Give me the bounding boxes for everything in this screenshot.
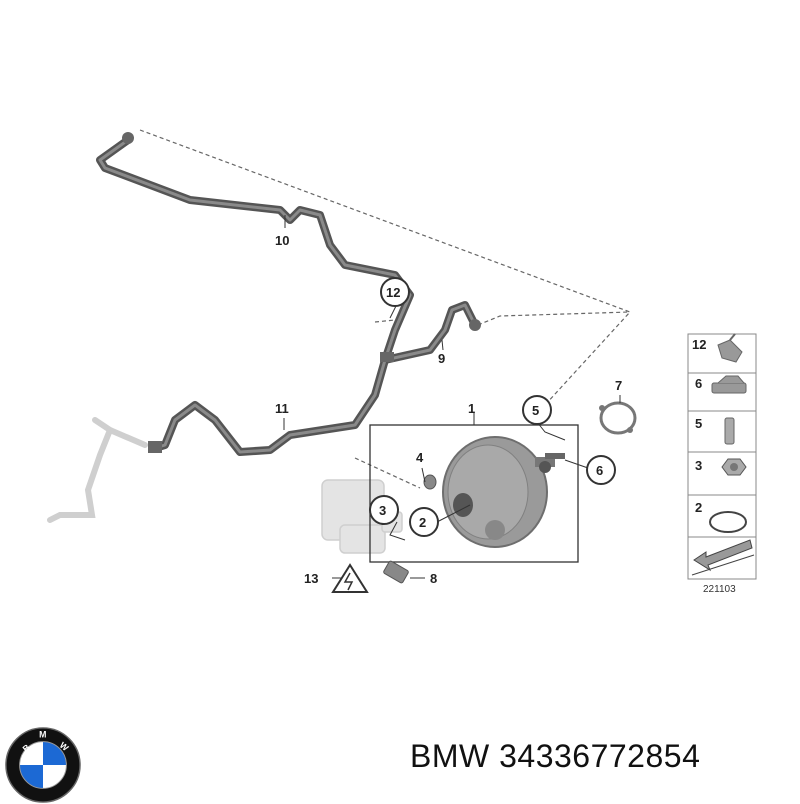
callout-circles — [369, 277, 616, 537]
legend-row-2: 2 — [695, 500, 702, 515]
part-number-caption: BMW 34336772854 — [410, 738, 700, 775]
callout-3: 3 — [379, 503, 386, 518]
ghost-pedal-bracket — [47, 417, 148, 523]
hose-end-fitting — [122, 132, 134, 144]
callout-11: 11 — [275, 401, 289, 416]
brake-booster — [442, 436, 565, 548]
hose-connector — [380, 352, 394, 362]
clip-icon — [717, 333, 743, 363]
clamp-icon — [711, 375, 747, 394]
brand-name: BMW — [410, 738, 490, 774]
callout-leaders — [283, 215, 621, 579]
hose-connector — [148, 441, 162, 453]
svg-text:M: M — [39, 730, 46, 740]
dashed-leader-lines — [139, 129, 632, 489]
hose-end-fitting — [469, 319, 481, 331]
svg-text:B: B — [21, 742, 32, 754]
legend-row-12: 12 — [692, 337, 706, 352]
warning-symbol — [331, 563, 369, 593]
arrow-icon — [691, 539, 755, 576]
pin-icon — [724, 417, 735, 445]
callout-13: 13 — [304, 571, 318, 586]
part-number: 34336772854 — [499, 738, 701, 774]
callout-2: 2 — [419, 515, 426, 530]
callout-10: 10 — [275, 233, 289, 248]
grommet-part — [423, 474, 437, 490]
sensor-part — [383, 560, 409, 584]
parts-legend: 12 6 5 3 2 221103 — [687, 333, 757, 595]
callout-6: 6 — [596, 463, 603, 478]
legend-row-3: 3 — [695, 458, 702, 473]
o-ring-icon — [709, 511, 747, 533]
callout-12: 12 — [386, 285, 400, 300]
callout-9: 9 — [438, 351, 445, 366]
callout-5: 5 — [532, 403, 539, 418]
legend-row-6: 6 — [695, 376, 702, 391]
vacuum-hoses-inner — [98, 138, 477, 454]
bmw-logo: B M W — [5, 727, 81, 803]
callout-1: 1 — [468, 401, 475, 416]
legend-row-5: 5 — [695, 416, 702, 431]
diagram-reference-number: 221103 — [703, 584, 736, 595]
callout-7: 7 — [615, 378, 622, 393]
nut-icon — [721, 458, 747, 476]
ghost-master-cylinder — [321, 479, 403, 554]
callout-4: 4 — [416, 450, 424, 465]
gasket-part-7 — [599, 401, 637, 435]
callout-8: 8 — [430, 571, 437, 586]
